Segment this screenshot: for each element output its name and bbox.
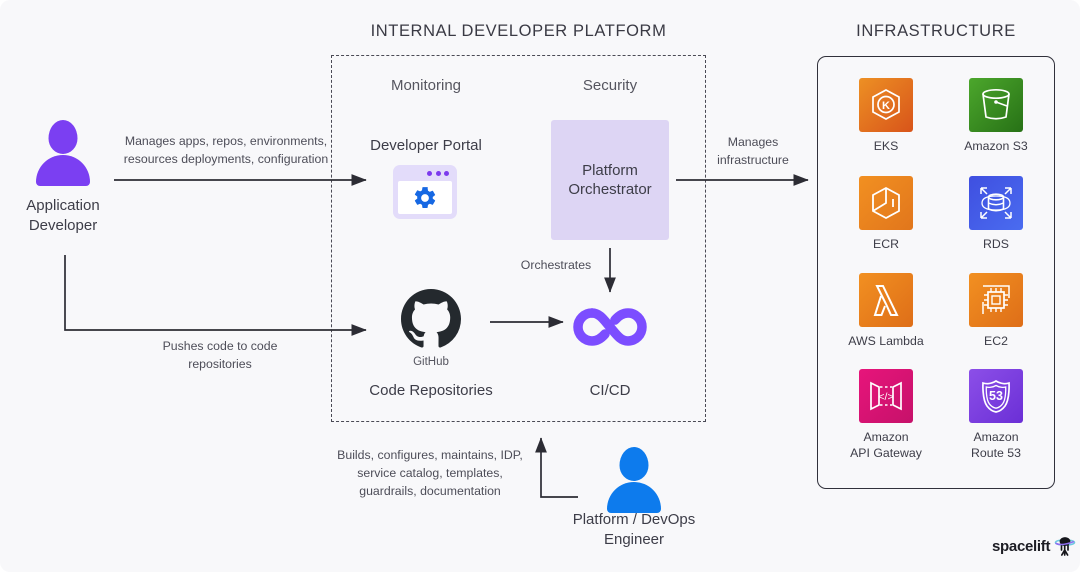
orchestrator-label-line2: Orchestrator [568, 181, 652, 198]
annotation-manages-apps: Manages apps, repos, environments, resou… [110, 133, 342, 169]
builds-idp-line3: guardrails, documentation [359, 483, 501, 498]
service-api-gateway[interactable]: </> Amazon API Gateway [831, 369, 941, 461]
arrow-pushes-code [64, 255, 367, 336]
service-name-line2: Route 53 [971, 445, 1021, 460]
github-icon [401, 289, 461, 348]
pushes-code-line2: repositories [188, 356, 252, 371]
service-name: EC2 [984, 334, 1008, 348]
service-s3[interactable]: Amazon S3 [941, 78, 1051, 155]
service-name-line2: API Gateway [850, 445, 922, 460]
github-node[interactable] [401, 289, 461, 349]
service-name-line1: Amazon [863, 430, 909, 444]
svg-text:K: K [882, 100, 890, 112]
platform-engineer-avatar [607, 447, 661, 513]
service-name-line1: Amazon [973, 430, 1019, 444]
manages-infra-line1: Manages [727, 135, 779, 149]
service-name: ECR [873, 237, 899, 251]
code-repositories-label: Code Repositories [369, 382, 493, 399]
window-dots-icon [427, 171, 449, 176]
lambda-icon [859, 273, 913, 327]
developer-portal-icon[interactable] [393, 165, 457, 219]
gear-icon [414, 186, 436, 208]
service-name: Amazon S3 [964, 139, 1028, 153]
cicd-label: CI/CD [589, 382, 631, 399]
app-dev-label-line1: Application [26, 197, 100, 214]
spacelift-logo[interactable]: spacelift [992, 536, 1076, 556]
person-icon [36, 120, 90, 186]
route53-shield-icon: 53 [969, 369, 1023, 423]
ec2-chip-icon [969, 273, 1023, 327]
edge-label-orchestrates: Orchestrates [520, 258, 592, 272]
platform-engineer-line1: Platform / DevOps [572, 511, 696, 528]
svg-text:53: 53 [989, 389, 1003, 403]
s3-bucket-icon [969, 78, 1023, 132]
builds-idp-line1: Builds, configures, maintains, IDP, [337, 448, 523, 462]
annotation-builds-idp: Builds, configures, maintains, IDP, serv… [330, 447, 530, 500]
service-route53[interactable]: 53 Amazon Route 53 [941, 369, 1051, 461]
service-lambda[interactable]: AWS Lambda [831, 273, 941, 350]
ecr-icon [859, 176, 913, 230]
internal-developer-platform-container [331, 55, 706, 422]
infinity-icon [573, 308, 647, 346]
github-label: GitHub [413, 356, 449, 368]
service-ecr[interactable]: ECR [831, 176, 941, 253]
service-rds[interactable]: RDS [941, 176, 1051, 253]
eks-icon: K [859, 78, 913, 132]
section-label-security: Security [582, 77, 638, 94]
arrow-builds-idp [535, 437, 578, 498]
infrastructure-title: INFRASTRUCTURE [856, 22, 1016, 40]
brand-name: spacelift [992, 537, 1051, 555]
manages-apps-line2: resources deployments, configuration [123, 151, 329, 166]
rds-icon [969, 176, 1023, 230]
section-label-monitoring: Monitoring [390, 77, 462, 94]
platform-engineer-label: Platform / DevOps Engineer [554, 510, 714, 549]
spacelift-astronaut-icon [1054, 537, 1076, 556]
app-dev-label-line2: Developer [28, 216, 98, 234]
infrastructure-container [817, 56, 1055, 489]
manages-apps-line1: Manages apps, repos, environments, [124, 134, 328, 148]
application-developer-avatar [36, 120, 90, 186]
service-eks[interactable]: K EKS [831, 78, 941, 155]
orchestrator-label-line1: Platform [582, 161, 638, 179]
api-gateway-icon: </> [859, 369, 913, 423]
service-name: Amazon Route 53 [941, 430, 1051, 461]
cicd-node[interactable] [568, 303, 652, 351]
annotation-manages-infrastructure: Manages infrastructure [698, 134, 808, 170]
service-name: EKS [873, 139, 899, 153]
idp-title: INTERNAL DEVELOPER PLATFORM [370, 22, 667, 40]
svg-text:</>: </> [878, 391, 893, 403]
manages-infra-line2: infrastructure [717, 152, 789, 167]
person-icon [607, 447, 661, 513]
application-developer-label: Application Developer [3, 196, 123, 235]
service-name: AWS Lambda [848, 334, 924, 348]
platform-orchestrator-node[interactable]: Platform Orchestrator [551, 120, 669, 240]
platform-engineer-line2: Engineer [603, 530, 665, 548]
pushes-code-line1: Pushes code to code [162, 339, 278, 353]
developer-portal-label: Developer Portal [370, 137, 482, 154]
service-ec2[interactable]: EC2 [941, 273, 1051, 350]
service-name: RDS [983, 237, 1009, 251]
service-name: Amazon API Gateway [831, 430, 941, 461]
annotation-pushes-code: Pushes code to code repositories [104, 338, 336, 374]
builds-idp-line2: service catalog, templates, [357, 465, 503, 480]
